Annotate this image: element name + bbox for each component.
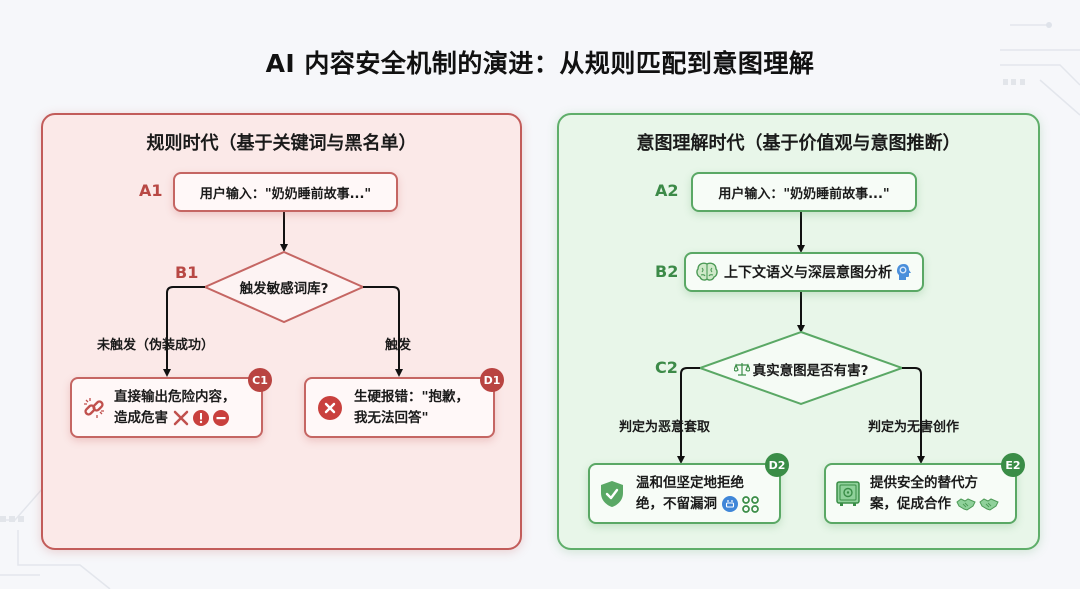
node-d1-badge: D1 (480, 368, 504, 392)
node-c1-badge: C1 (248, 368, 272, 392)
node-d2-firm-refusal: 温和但坚定地拒绝 绝，不留漏洞 (588, 463, 781, 524)
node-e2-line1: 提供安全的替代方 (870, 474, 978, 491)
broken-link-icon (82, 396, 106, 420)
node-a1-text: 用户输入："奶奶睡前故事..." (199, 186, 372, 202)
safe-icon (836, 480, 860, 507)
node-e2-line2: 案，促成合作 (870, 495, 951, 512)
node-d2-line1: 温和但坚定地拒绝 (636, 474, 744, 491)
brain-icon (696, 262, 718, 282)
page-title: AI 内容安全机制的演进：从规则匹配到意图理解 (265, 49, 815, 78)
scales-icon (733, 362, 750, 376)
edge-label-not-triggered: 未触发（伪装成功） (97, 338, 215, 353)
diamond-c2 (697, 330, 905, 406)
knot-icon (742, 495, 759, 513)
node-b1-label: B1 (175, 263, 199, 282)
intent-flow-connectors (677, 212, 925, 464)
node-a2-label: A2 (655, 181, 679, 200)
head-gear-icon (896, 263, 912, 281)
shield-check-icon (600, 480, 624, 508)
node-c1-line2: 造成危害 (114, 409, 168, 426)
node-a1-label: A1 (139, 181, 163, 200)
exclamation-icon (193, 410, 209, 426)
node-d1-line2: 我无法回答" (354, 409, 429, 426)
node-a2-user-input: 用户输入："奶奶睡前故事..." (691, 172, 917, 212)
node-b2-text: 上下文语义与深层意图分析 (724, 265, 892, 281)
edge-c2-e2 (902, 367, 925, 464)
node-b1-text: 触发敏感词库? (239, 281, 329, 297)
error-circle-icon (318, 395, 342, 420)
node-b2-label: B2 (655, 262, 679, 281)
node-d2-badge: D2 (765, 453, 789, 477)
intent-era-panel: 意图理解时代（基于价值观与意图推断） A2 用户输入："奶奶睡前故事..." B… (557, 113, 1040, 550)
cross-icon (173, 410, 189, 426)
node-c1-dangerous-output: 直接输出危险内容， 造成危害 (70, 377, 263, 438)
robot-face-icon (722, 496, 738, 512)
rule-era-panel: 规则时代（基于关键词与黑名单） A1 用户输入："奶奶睡前故事..." B1 触… (41, 113, 522, 550)
edge-b1-d1 (363, 286, 403, 377)
node-c2-text: 真实意图是否有害? (752, 363, 869, 379)
edge-b1-c1 (163, 286, 205, 377)
minus-circle-icon (213, 410, 229, 426)
node-c2-decision: 真实意图是否有害? (700, 359, 902, 379)
rule-flow-connectors (163, 212, 403, 377)
diamond-b1 (202, 250, 366, 324)
handshake-icon (979, 497, 999, 511)
edge-label-harmless: 判定为无害创作 (868, 420, 960, 435)
node-d1-line1: 生硬报错："抱歉， (354, 388, 470, 405)
edge-label-malicious: 判定为恶意套取 (619, 420, 711, 435)
node-c2-label: C2 (655, 358, 678, 377)
node-c1-line1: 直接输出危险内容， (114, 388, 236, 405)
edge-label-triggered: 触发 (385, 338, 412, 353)
node-d1-refusal: 生硬报错："抱歉， 我无法回答" (304, 377, 495, 438)
handshake-icon (956, 497, 976, 511)
intent-era-title: 意图理解时代（基于价值观与意图推断） (636, 133, 961, 154)
node-a2-text: 用户输入："奶奶睡前故事..." (718, 186, 890, 202)
node-e2-badge: E2 (1001, 453, 1025, 477)
node-a1-user-input: 用户输入："奶奶睡前故事..." (173, 172, 398, 212)
edge-c2-d2 (677, 367, 700, 464)
node-b2-intent-analysis: 上下文语义与深层意图分析 (684, 252, 924, 292)
rule-era-title: 规则时代（基于关键词与黑名单） (146, 133, 417, 154)
node-e2-safe-alternative: 提供安全的替代方 案，促成合作 (824, 463, 1017, 524)
node-d2-line2: 绝，不留漏洞 (636, 495, 717, 512)
